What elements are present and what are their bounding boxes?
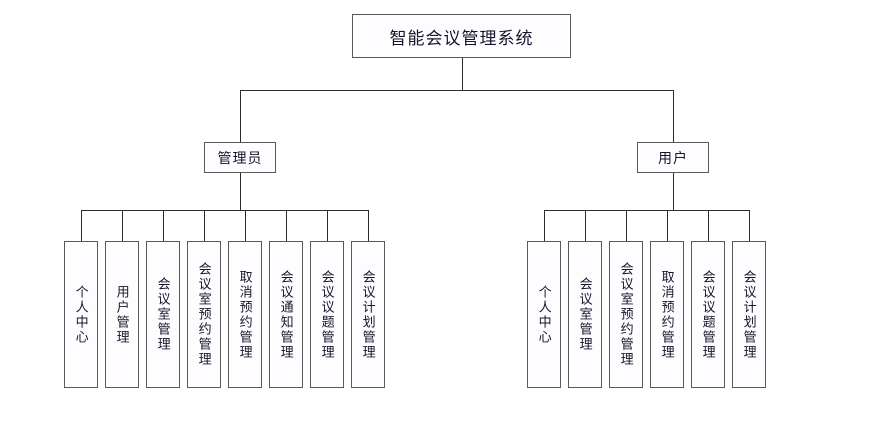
node-label: 用户管理	[114, 284, 130, 345]
leaf-node-admin-6[interactable]: 会议议题管理	[310, 241, 344, 388]
leaf-drop-line-admin-6	[327, 210, 328, 241]
leaf-drop-line-admin-4	[245, 210, 246, 241]
leaf-drop-line-admin-5	[286, 210, 287, 241]
leaf-node-user-5[interactable]: 会议计划管理	[732, 241, 766, 388]
leaf-drop-line-user-2	[626, 210, 627, 241]
node-label: 取消预约管理	[659, 269, 675, 360]
leaf-node-user-1[interactable]: 会议室管理	[568, 241, 602, 388]
node-label: 用户	[658, 149, 688, 166]
node-label: 会议议题管理	[700, 269, 716, 360]
leaf-node-admin-1[interactable]: 用户管理	[105, 241, 139, 388]
root-node[interactable]: 智能会议管理系统	[352, 14, 571, 58]
node-label: 会议议题管理	[319, 269, 335, 360]
branch-drop-line-user	[673, 173, 674, 210]
leaf-drop-line-admin-0	[81, 210, 82, 241]
node-label: 个人中心	[73, 284, 89, 345]
node-label: 会议室预约管理	[618, 262, 634, 367]
leaf-bus-line-admin	[81, 210, 368, 211]
leaf-drop-line-user-5	[749, 210, 750, 241]
node-label: 管理员	[217, 149, 263, 166]
leaf-node-admin-7[interactable]: 会议计划管理	[351, 241, 385, 388]
node-label: 会议室管理	[577, 277, 593, 352]
leaf-drop-line-admin-1	[122, 210, 123, 241]
node-label: 会议室预约管理	[196, 262, 212, 367]
node-label: 会议通知管理	[278, 269, 294, 360]
node-label: 会议计划管理	[741, 269, 757, 360]
leaf-drop-line-user-0	[544, 210, 545, 241]
leaf-bus-line-user	[544, 210, 749, 211]
branch-node-admin[interactable]: 管理员	[204, 142, 276, 173]
leaf-node-user-2[interactable]: 会议室预约管理	[609, 241, 643, 388]
leaf-node-admin-4[interactable]: 取消预约管理	[228, 241, 262, 388]
node-label: 取消预约管理	[237, 269, 253, 360]
leaf-node-admin-2[interactable]: 会议室管理	[146, 241, 180, 388]
leaf-node-admin-5[interactable]: 会议通知管理	[269, 241, 303, 388]
root-stem-line	[462, 58, 463, 90]
node-label: 会议室管理	[155, 277, 171, 352]
node-label: 个人中心	[536, 284, 552, 345]
node-label: 智能会议管理系统	[389, 28, 534, 48]
level2-bus-line	[240, 90, 673, 91]
branch-stem-line-user	[673, 90, 674, 142]
leaf-node-admin-3[interactable]: 会议室预约管理	[187, 241, 221, 388]
branch-drop-line-admin	[240, 173, 241, 210]
branch-stem-line-admin	[240, 90, 241, 142]
leaf-node-user-0[interactable]: 个人中心	[527, 241, 561, 388]
branch-node-user[interactable]: 用户	[637, 142, 709, 173]
leaf-drop-line-user-3	[667, 210, 668, 241]
leaf-drop-line-admin-3	[204, 210, 205, 241]
node-label: 会议计划管理	[360, 269, 376, 360]
leaf-drop-line-admin-7	[368, 210, 369, 241]
leaf-drop-line-admin-2	[163, 210, 164, 241]
leaf-node-admin-0[interactable]: 个人中心	[64, 241, 98, 388]
leaf-node-user-4[interactable]: 会议议题管理	[691, 241, 725, 388]
leaf-drop-line-user-1	[585, 210, 586, 241]
leaf-node-user-3[interactable]: 取消预约管理	[650, 241, 684, 388]
leaf-drop-line-user-4	[708, 210, 709, 241]
